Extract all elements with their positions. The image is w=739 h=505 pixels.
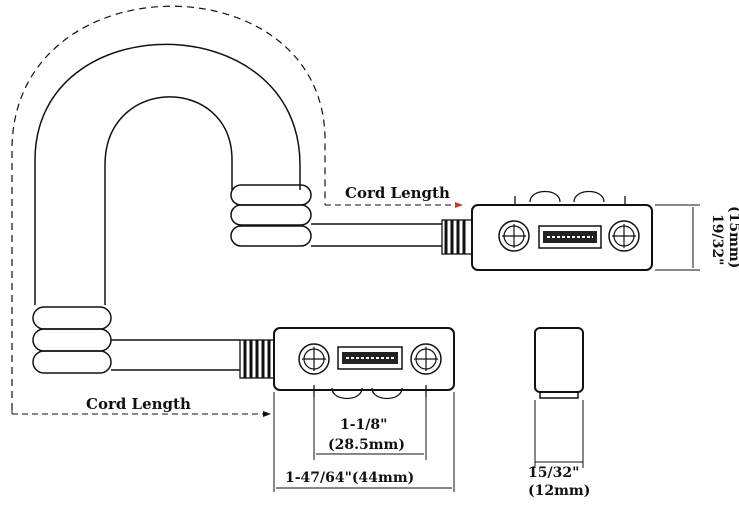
screw-icon: [498, 220, 530, 252]
overall-length-label: 1-47/64"(44mm): [285, 470, 414, 486]
marking-plate-icon: [538, 225, 602, 249]
cord-length-label-top: Cord Length: [345, 184, 450, 202]
height-mm-label: (15mm): [726, 206, 739, 268]
depth-mm-label: (12mm): [528, 483, 590, 499]
cord-length-dim-bottom: [11, 410, 271, 417]
height-inch-label: 19/32": [709, 214, 725, 265]
device-lower: [239, 327, 455, 400]
device-upper: [441, 190, 653, 271]
cord-outer-dashed-arc: [11, 5, 326, 410]
hole-spacing-mm-label: (28.5mm): [328, 437, 405, 453]
height-dim: [655, 204, 700, 271]
cord-outer-wall: [34, 43, 301, 305]
screw-icon: [608, 220, 640, 252]
screw-icon: [410, 343, 442, 375]
cord-inner-wall: [104, 96, 233, 305]
cord-coil: [11, 5, 442, 410]
marking-plate-icon: [337, 346, 403, 370]
side-view: [534, 327, 584, 468]
hole-spacing-dim: [313, 395, 427, 460]
screw-icon: [298, 343, 330, 375]
strain-relief-upper: [441, 219, 473, 255]
upper-coil-rings: [230, 184, 312, 247]
depth-inch-label: 15/32": [528, 465, 579, 481]
lower-coil-rings: [32, 306, 112, 374]
cord-length-label-bottom: Cord Length: [86, 395, 191, 413]
hole-spacing-inch-label: 1-1/8": [340, 417, 387, 433]
strain-relief-lower: [239, 339, 275, 379]
overall-length-dim: [273, 392, 455, 492]
